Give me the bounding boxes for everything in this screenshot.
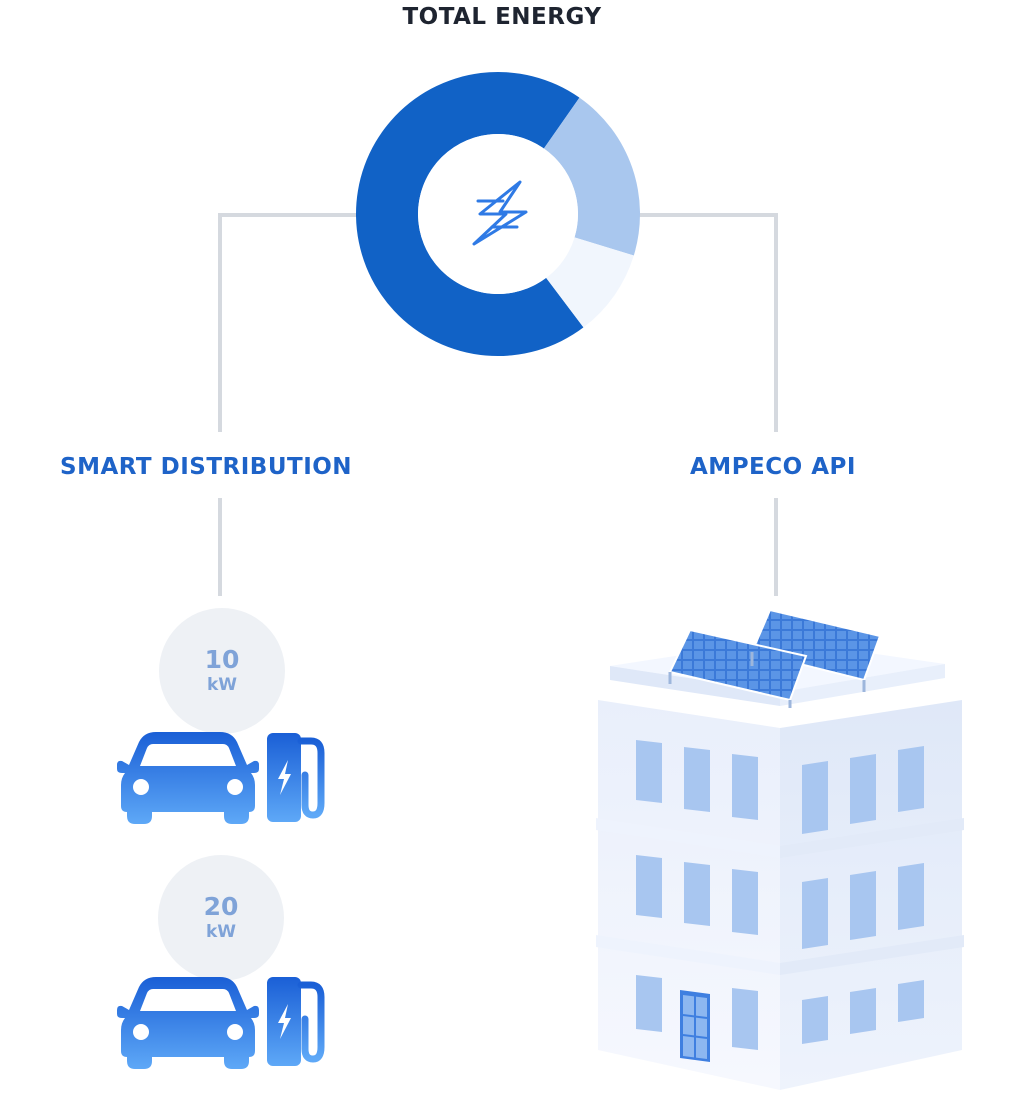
building-door: [680, 990, 710, 1062]
power-bubble-1: 10 kW: [159, 608, 285, 734]
solar-panel-icon: [668, 608, 882, 708]
power-unit-2: kW: [205, 922, 237, 942]
power-value-1: 10: [204, 645, 240, 674]
donut-slice-2: [543, 97, 641, 256]
smart-distribution-label: SMART DISTRIBUTION: [60, 454, 353, 480]
lightning-bolt-icon: [472, 180, 528, 246]
left-connector-top: [218, 213, 378, 432]
power-bubble-2: 20 kW: [158, 855, 284, 981]
donut-slice-3: [546, 237, 634, 328]
power-unit-1: kW: [206, 675, 238, 695]
donut-slices: [356, 72, 641, 356]
power-value-2: 20: [203, 892, 239, 921]
right-connector-top: [617, 213, 778, 432]
building-windows: [636, 740, 924, 1050]
diagram-title: TOTAL ENERGY: [402, 4, 602, 30]
donut-slice-1: [356, 72, 584, 356]
ampeco-api-label: AMPECO API: [690, 454, 856, 480]
